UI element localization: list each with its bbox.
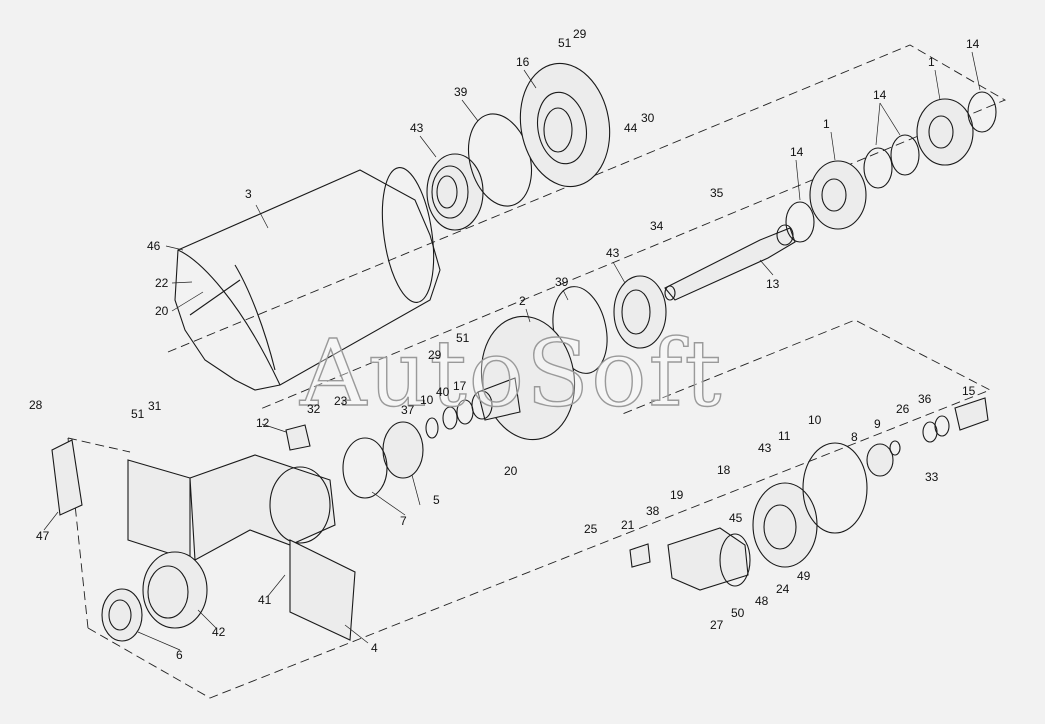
callout-19: 19 xyxy=(670,488,684,502)
callout-10: 10 xyxy=(808,413,822,427)
callout-29: 29 xyxy=(573,27,587,41)
bearing-1-middle xyxy=(809,160,867,230)
callout-26: 26 xyxy=(896,402,910,416)
callout-18: 18 xyxy=(717,463,731,477)
callout-4: 4 xyxy=(371,641,378,655)
callout-33: 33 xyxy=(925,470,939,484)
callout-44: 44 xyxy=(624,121,638,135)
callout-35: 35 xyxy=(710,186,724,200)
callout-41: 41 xyxy=(258,593,272,607)
washer-9 xyxy=(889,440,901,456)
callout-37: 37 xyxy=(401,403,415,417)
callout-39: 39 xyxy=(555,275,569,289)
callout-39: 39 xyxy=(454,85,468,99)
cover-plate-47 xyxy=(51,439,83,516)
callout-51: 51 xyxy=(558,36,572,50)
callout-1: 1 xyxy=(823,117,830,131)
flange-16 xyxy=(519,62,611,188)
bearing-1-upper xyxy=(916,98,974,166)
callout-9: 9 xyxy=(874,417,881,431)
callout-43: 43 xyxy=(410,121,424,135)
callout-40: 40 xyxy=(436,385,450,399)
rings-36 xyxy=(922,415,950,443)
leader-lines xyxy=(43,51,981,651)
callout-8: 8 xyxy=(851,430,858,444)
callout-16: 16 xyxy=(516,55,530,69)
bearing-43-upper xyxy=(426,153,484,231)
callout-20: 20 xyxy=(155,304,169,318)
callout-38: 38 xyxy=(646,504,660,518)
callout-2: 2 xyxy=(519,294,526,308)
callout-22: 22 xyxy=(155,276,169,290)
hydraulic-motor-48 xyxy=(667,527,751,591)
seal-parts xyxy=(342,399,474,499)
callout-51: 51 xyxy=(131,407,145,421)
callout-24: 24 xyxy=(776,582,790,596)
callout-36: 36 xyxy=(918,392,932,406)
callout-13: 13 xyxy=(766,277,780,291)
callout-5: 5 xyxy=(433,493,440,507)
callout-43: 43 xyxy=(758,441,772,455)
bearing-42 xyxy=(142,551,208,629)
callout-14: 14 xyxy=(873,88,887,102)
callout-14: 14 xyxy=(966,37,980,51)
shaft-13 xyxy=(664,224,796,301)
callout-12: 12 xyxy=(256,416,270,430)
gasket-10-lower xyxy=(802,442,868,534)
retaining-rings-14 xyxy=(785,91,997,243)
fitting-21 xyxy=(629,543,651,568)
callout-3: 3 xyxy=(245,187,252,201)
callout-51: 51 xyxy=(456,331,470,345)
watermark-text: AutoSoft xyxy=(299,320,724,427)
callout-48: 48 xyxy=(755,594,769,608)
callout-32: 32 xyxy=(307,402,321,416)
nut-ring-6 xyxy=(101,588,143,642)
gear-8 xyxy=(866,443,894,477)
drum-shell xyxy=(174,167,441,391)
callout-6: 6 xyxy=(176,648,183,662)
callout-20: 20 xyxy=(504,464,518,478)
callout-11: 11 xyxy=(778,429,791,443)
mounting-bracket-41 xyxy=(127,454,356,641)
callout-27: 27 xyxy=(710,618,724,632)
bearing-15 xyxy=(954,397,989,431)
callout-14: 14 xyxy=(790,145,804,159)
gasket-12 xyxy=(285,424,311,451)
callout-49: 49 xyxy=(797,569,811,583)
callout-47: 47 xyxy=(36,529,50,543)
callout-15: 15 xyxy=(962,384,976,398)
callout-21: 21 xyxy=(621,518,635,532)
callout-43: 43 xyxy=(606,246,620,260)
callout-30: 30 xyxy=(641,111,655,125)
flange-11 xyxy=(752,482,818,568)
callout-31: 31 xyxy=(148,399,162,413)
callout-45: 45 xyxy=(729,511,743,525)
callout-50: 50 xyxy=(731,606,745,620)
callout-17: 17 xyxy=(453,379,467,393)
callout-28: 28 xyxy=(29,398,43,412)
callout-23: 23 xyxy=(334,394,348,408)
callout-10: 10 xyxy=(420,393,434,407)
callout-labels: 28 51 31 47 41 42 6 4 12 32 23 37 10 40 … xyxy=(29,27,980,662)
callout-42: 42 xyxy=(212,625,226,639)
callout-29: 29 xyxy=(428,348,442,362)
callout-34: 34 xyxy=(650,219,664,233)
callout-46: 46 xyxy=(147,239,161,253)
callout-25: 25 xyxy=(584,522,598,536)
bearing-43-middle xyxy=(613,275,667,349)
assembly-outline-upper xyxy=(167,44,1007,411)
callout-1: 1 xyxy=(928,55,935,69)
callout-7: 7 xyxy=(400,514,407,528)
